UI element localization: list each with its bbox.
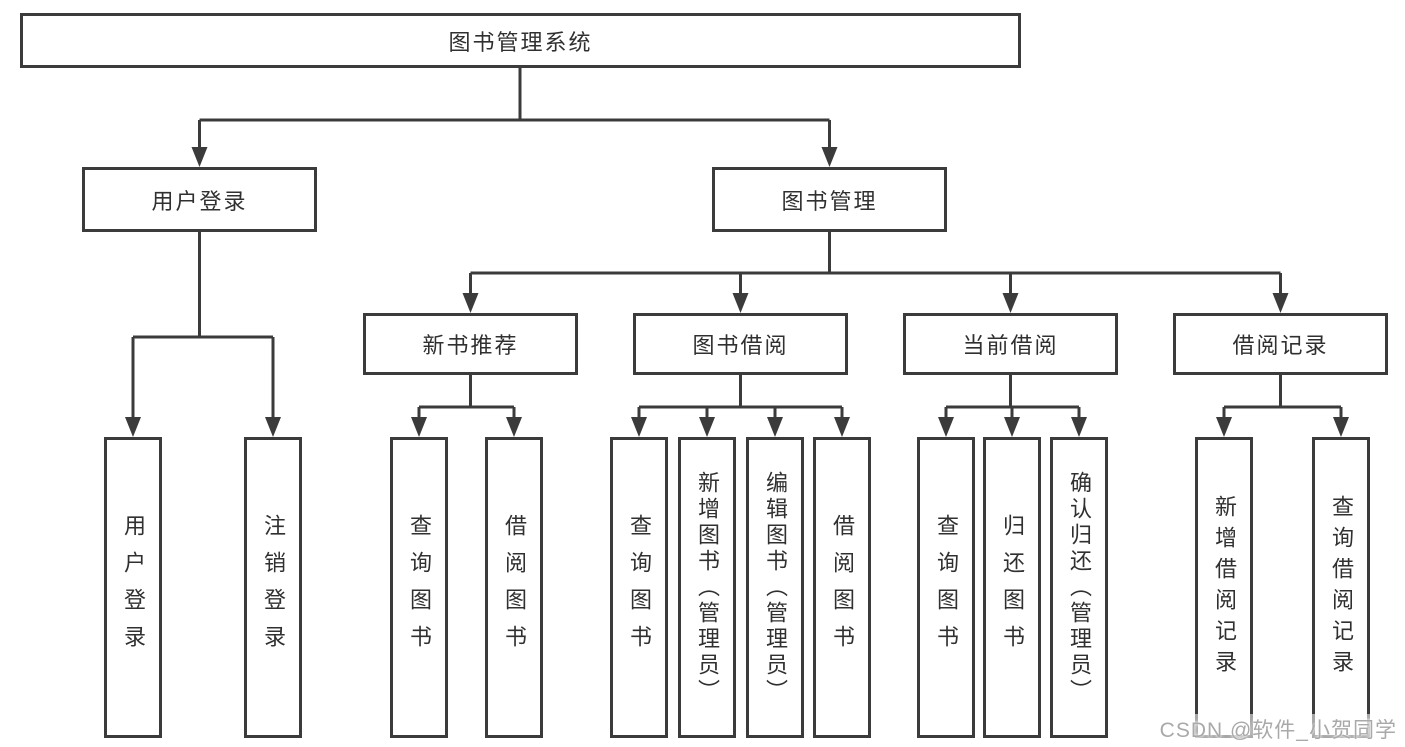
leaf-query-books-current: 查询图书: [917, 437, 975, 738]
csdn-watermark: CSDN @软件_小贺同学: [1157, 714, 1399, 744]
node-user-login: 用户登录: [82, 167, 317, 232]
node-book-management: 图书管理: [712, 167, 947, 232]
leaf-query-books-borrowing: 查询图书: [610, 437, 668, 738]
leaf-edit-book-admin: 编辑图书（管理员）: [746, 437, 804, 738]
leaf-logout: 注销登录: [244, 437, 302, 738]
node-book-borrowing: 图书借阅: [633, 313, 848, 375]
node-borrowing-records: 借阅记录: [1173, 313, 1388, 375]
leaf-query-borrow-record: 查询借阅记录: [1312, 437, 1370, 738]
leaf-borrow-books-recommend: 借阅图书: [485, 437, 543, 738]
node-new-book-recommendation: 新书推荐: [363, 313, 578, 375]
leaf-user-login: 用户登录: [104, 437, 162, 738]
leaf-confirm-return-admin: 确认归还（管理员）: [1050, 437, 1108, 738]
leaf-add-borrow-record: 新增借阅记录: [1195, 437, 1253, 738]
leaf-query-books-recommend: 查询图书: [390, 437, 448, 738]
leaf-return-books: 归还图书: [983, 437, 1041, 738]
leaf-borrow-books-borrowing: 借阅图书: [813, 437, 871, 738]
node-library-management-system: 图书管理系统: [20, 13, 1021, 68]
node-current-borrowing: 当前借阅: [903, 313, 1118, 375]
leaf-add-book-admin: 新增图书（管理员）: [678, 437, 736, 738]
